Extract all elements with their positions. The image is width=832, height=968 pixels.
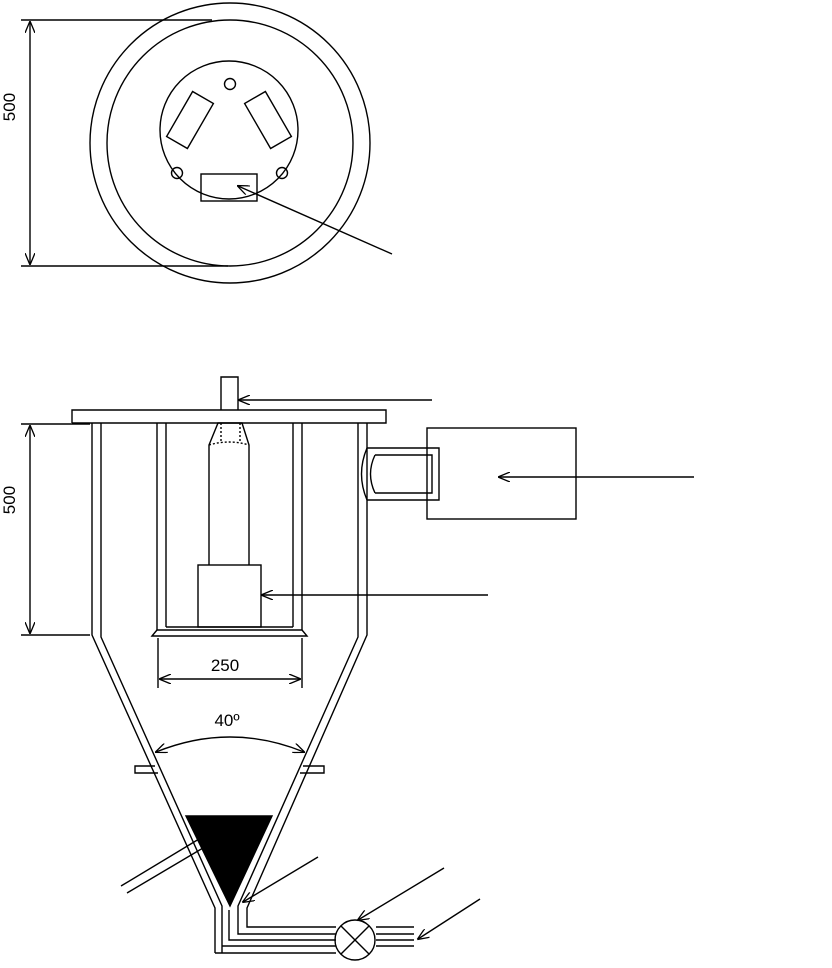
- dim-label-height: 500: [0, 486, 19, 514]
- cone-flange-right: [300, 765, 325, 774]
- side-pipe-line-1: [120, 838, 200, 887]
- cone-flange-left: [134, 765, 158, 774]
- leader-arrow-valve: [358, 867, 445, 920]
- atomizer-motor-block: [197, 564, 262, 628]
- atomizer-spindle: [208, 422, 250, 565]
- inner-rim-circle: [106, 19, 354, 267]
- inner-wall-right: [237, 423, 359, 913]
- leader-arrow-cone-outlet: [243, 856, 319, 902]
- leader-arrow-outlet-pipe: [418, 898, 481, 939]
- leader-arrow-top-view: [238, 186, 393, 255]
- outlet-pipe-edge: [246, 920, 336, 928]
- bolt-hole-left: [170, 166, 184, 180]
- valve-icon: [334, 919, 376, 961]
- dim-arc-angle: [156, 736, 304, 752]
- outer-wall-left: [91, 423, 216, 953]
- outer-rim-circle: [89, 2, 371, 284]
- bolt-hole-right: [275, 166, 289, 180]
- outlet-pipe-inner: [228, 910, 336, 941]
- lid-flange: [71, 409, 387, 424]
- inner-cylinder-base-lip: [150, 629, 309, 637]
- side-pipe-line-2: [126, 847, 204, 894]
- inner-wall-left: [100, 423, 223, 953]
- top-shaft: [220, 376, 239, 410]
- inlet-duct-outer: [367, 447, 440, 501]
- bolt-hole-top: [223, 77, 237, 91]
- inlet-duct-inner: [375, 454, 433, 494]
- outlet-pipe-top: [237, 913, 336, 935]
- top-view: [21, 2, 393, 284]
- atomizer-spindle-dotted: [208, 423, 250, 446]
- outer-wall-right: [246, 423, 368, 920]
- dim-label-width: 250: [211, 656, 239, 675]
- powder-fill: [184, 815, 274, 908]
- inlet-duct-curve: [360, 447, 376, 501]
- lid-plate-circle: [159, 60, 299, 200]
- nozzle-rect-bottom: [200, 173, 258, 202]
- nozzle-rect-left: [165, 90, 215, 150]
- dim-label-diameter: 500: [0, 93, 19, 121]
- nozzle-rect-right: [243, 90, 293, 150]
- dim-label-angle: 40º: [214, 711, 239, 730]
- heater-box: [426, 427, 577, 520]
- side-view: [21, 376, 694, 961]
